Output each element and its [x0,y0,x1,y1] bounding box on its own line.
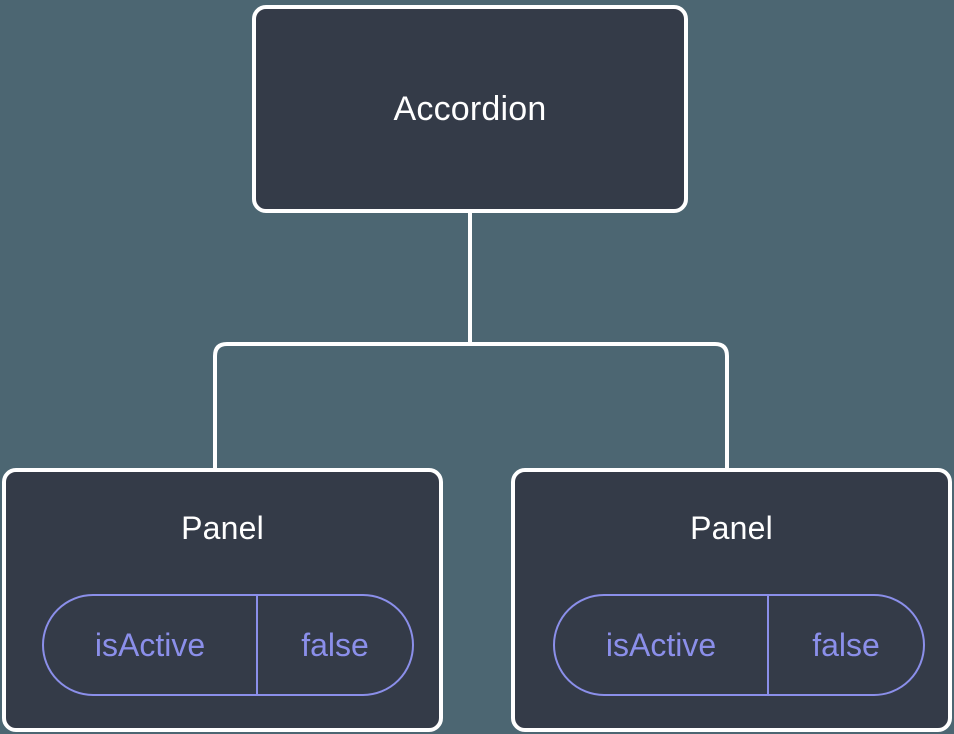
state-badge-left-value: false [301,627,369,663]
edge-root-to-panel-right [470,342,729,468]
state-badge-left-key: isActive [44,596,258,694]
node-accordion[interactable]: Accordion [252,5,688,213]
state-badge-left[interactable]: isActive false [42,594,414,696]
edge-root-to-panel-left [213,342,470,468]
node-panel-right[interactable]: Panel isActive false [511,468,952,732]
node-accordion-label: Accordion [393,90,547,128]
node-panel-left-label: Panel [181,510,264,546]
state-badge-right-key: isActive [555,596,769,694]
node-panel-left[interactable]: Panel isActive false [2,468,443,732]
state-badge-right[interactable]: isActive false [553,594,925,696]
node-panel-right-label: Panel [690,510,773,546]
state-badge-right-value: false [812,627,880,663]
